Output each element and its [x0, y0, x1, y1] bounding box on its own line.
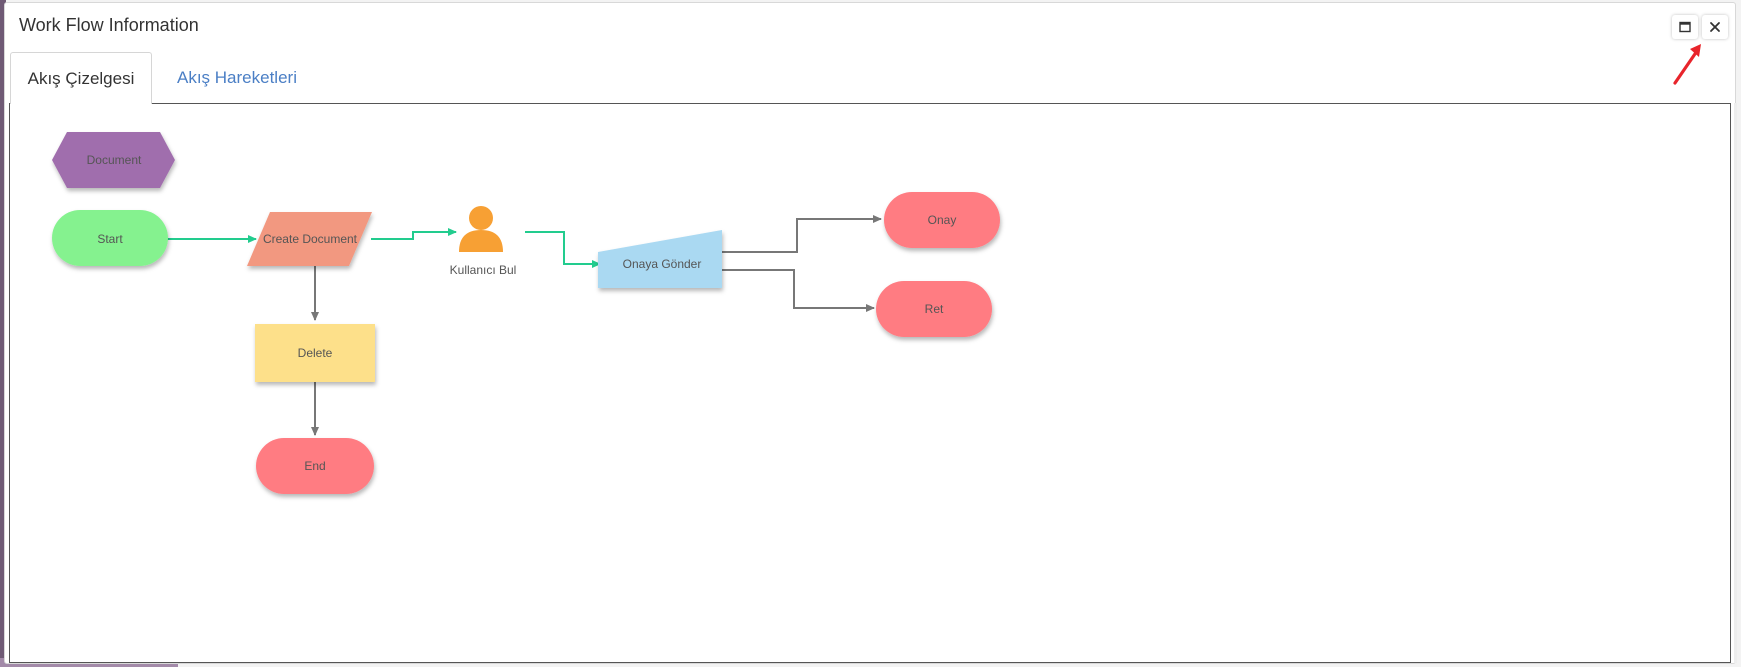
tab-akis-hareketleri[interactable]: Akış Hareketleri — [177, 68, 297, 87]
node-delete[interactable]: Delete — [255, 324, 375, 382]
tab-akis-cizelgesi[interactable]: Akış Çizelgesi — [10, 52, 152, 104]
dialog-scrollbar[interactable] — [1734, 103, 1737, 663]
annotation-arrow-icon — [1673, 44, 1701, 85]
edge-onaya-gonder-to-onay — [722, 215, 882, 253]
edge-kullanici-bul-to-onaya-gonder — [525, 231, 601, 268]
maximize-button[interactable] — [1672, 15, 1698, 39]
node-onaya-gonder-label: Onaya Gönder — [623, 257, 702, 271]
dialog-title: Work Flow Information — [19, 15, 199, 35]
node-end-label: End — [304, 459, 325, 473]
node-delete-label: Delete — [298, 346, 333, 360]
node-ret-label: Ret — [925, 302, 944, 316]
node-create-document-label: Create Document — [263, 232, 358, 246]
node-start[interactable]: Start — [52, 210, 168, 266]
close-icon — [1710, 22, 1720, 32]
node-kullanici-bul-label: Kullanıcı Bul — [450, 263, 517, 277]
node-onay-label: Onay — [928, 213, 957, 227]
flow-diagram: Document Start Create Document Kullanıcı… — [52, 132, 1000, 494]
node-onaya-gonder[interactable]: Onaya Gönder — [598, 230, 722, 288]
node-document[interactable]: Document — [52, 132, 175, 188]
node-end[interactable]: End — [256, 438, 374, 494]
node-document-label: Document — [87, 153, 142, 167]
flow-chart-canvas: Document Start Create Document Kullanıcı… — [9, 103, 1731, 663]
node-onay[interactable]: Onay — [884, 192, 1000, 248]
node-kullanici-bul[interactable]: Kullanıcı Bul — [450, 206, 517, 277]
node-create-document[interactable]: Create Document — [247, 212, 372, 266]
node-start-label: Start — [97, 232, 123, 246]
node-ret[interactable]: Ret — [876, 281, 992, 337]
background-sidebar-edge — [0, 0, 6, 667]
close-button[interactable] — [1702, 15, 1728, 39]
workflow-dialog: Work Flow Information Akış Çizelgesi Akı… — [4, 2, 1737, 664]
edge-create-document-to-kullanici-bul — [371, 228, 457, 240]
edge-onaya-gonder-to-ret — [722, 269, 875, 312]
user-icon — [459, 206, 503, 252]
maximize-icon — [1679, 21, 1691, 33]
